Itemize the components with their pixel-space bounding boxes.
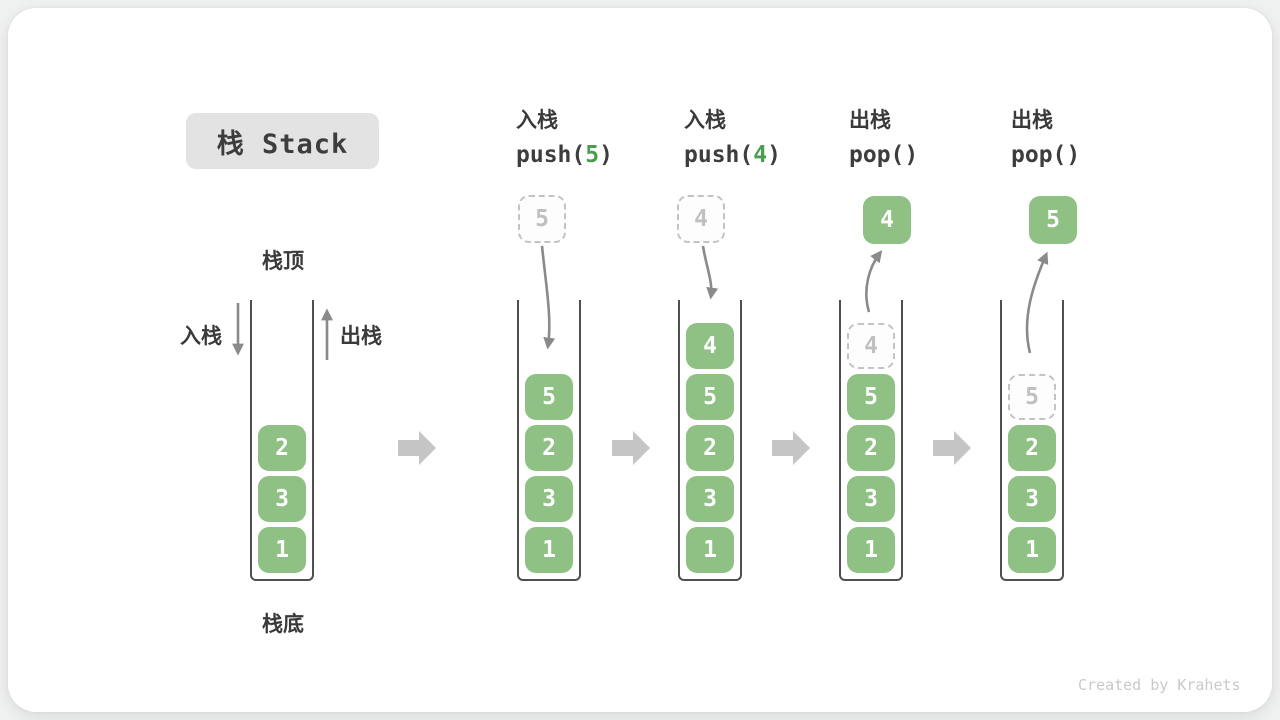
stack-element: 3: [1008, 476, 1056, 522]
stack-after-push4: 1 3 2 5 4: [678, 300, 742, 581]
popped-element-4: 4: [863, 196, 911, 244]
incoming-element-5: 5: [518, 195, 566, 243]
stack-after-pop5: 1 3 2 5: [1000, 300, 1064, 581]
stack-element: 3: [258, 476, 306, 522]
stack-element: 5: [847, 374, 895, 420]
stack-element: 1: [525, 527, 573, 573]
watermark: Created by Krahets: [1078, 676, 1241, 694]
op-code: push(4): [684, 142, 781, 168]
stack-element: 1: [258, 527, 306, 573]
stack-element: 1: [686, 527, 734, 573]
stack-element: 2: [1008, 425, 1056, 471]
op-code: pop(): [849, 142, 919, 168]
stack-element-ghost: 5: [1008, 374, 1056, 420]
op-header-push4: 入栈 push(4): [684, 104, 781, 168]
stack-bottom-label: 栈底: [262, 612, 304, 636]
push-direction-label: 入栈: [180, 324, 222, 348]
op-name: 出栈: [1011, 108, 1053, 132]
stack-element: 3: [525, 476, 573, 522]
op-header-push5: 入栈 push(5): [516, 104, 613, 168]
incoming-element-4: 4: [677, 195, 725, 243]
popped-element-5: 5: [1029, 196, 1077, 244]
stack-top-label: 栈顶: [262, 249, 304, 273]
title-badge-label: 栈 Stack: [216, 128, 349, 160]
op-header-pop2: 出栈 pop(): [1011, 104, 1080, 168]
stack-element: 2: [525, 425, 573, 471]
stack-element: 2: [686, 425, 734, 471]
stack-element: 5: [686, 374, 734, 420]
title-badge: 栈 Stack: [186, 113, 379, 169]
stack-element: 1: [847, 527, 895, 573]
stack-initial: 1 3 2: [250, 300, 314, 581]
stack-element-ghost: 4: [847, 323, 895, 369]
op-name: 入栈: [516, 108, 558, 132]
op-code: push(5): [516, 142, 613, 168]
op-code: pop(): [1011, 142, 1081, 168]
pop-direction-label: 出栈: [340, 324, 382, 348]
stack-element: 1: [1008, 527, 1056, 573]
op-name: 入栈: [684, 108, 726, 132]
stack-element: 4: [686, 323, 734, 369]
stack-after-pop4: 1 3 2 5 4: [839, 300, 903, 581]
stack-element: 5: [525, 374, 573, 420]
stack-element: 2: [258, 425, 306, 471]
stack-element: 3: [686, 476, 734, 522]
stack-after-push5: 1 3 2 5: [517, 300, 581, 581]
op-header-pop1: 出栈 pop(): [849, 104, 918, 168]
stack-element: 3: [847, 476, 895, 522]
op-arg: 5: [585, 142, 600, 168]
stack-element: 2: [847, 425, 895, 471]
op-arg: 4: [753, 142, 768, 168]
op-name: 出栈: [849, 108, 891, 132]
